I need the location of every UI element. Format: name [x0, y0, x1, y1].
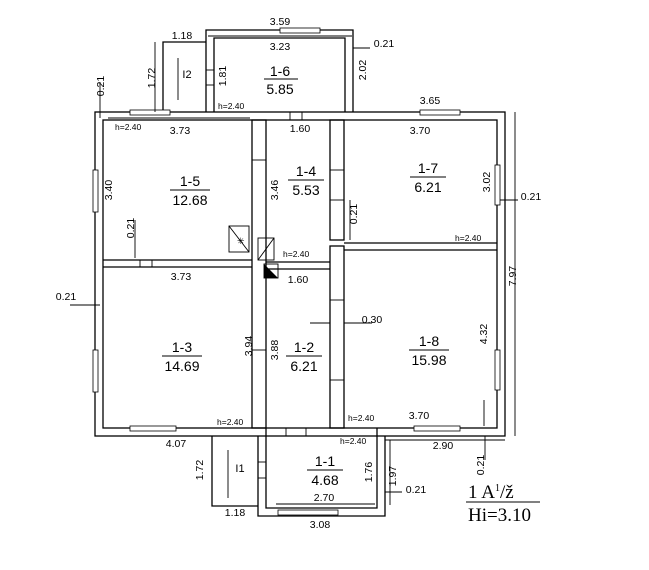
dimension-label: 1.18 [225, 507, 246, 519]
room-1-4: 1-4 5.53 [288, 163, 324, 198]
room-area: 12.68 [172, 192, 207, 208]
ceiling-height: h=2.40 [283, 249, 310, 259]
fixtures: ✳ [139, 58, 344, 498]
dimension-label: 3.70 [410, 125, 431, 137]
ceiling-height: h=2.40 [340, 436, 367, 446]
dimension-label: 1.18 [172, 30, 193, 42]
dimension-label: 0.21 [56, 291, 77, 303]
dimension-label: 0.21 [348, 204, 360, 225]
legend-line1: 1 A1/ž [468, 482, 514, 503]
dimension-label: 1.60 [288, 274, 309, 286]
room-id: 1-4 [296, 163, 316, 179]
porch-label: I1 [235, 463, 244, 475]
room-1-2: 1-2 6.21 [286, 339, 322, 374]
dimension-label: 0.21 [95, 76, 107, 97]
room-id: 1-1 [315, 453, 335, 469]
window-1-1-bottom [277, 509, 339, 516]
dimension-label: 1.76 [363, 462, 375, 483]
room-area: 6.21 [290, 358, 317, 374]
window-1-5-top [129, 109, 171, 116]
dimension-label: 3.70 [409, 410, 430, 422]
room-id: 1-7 [418, 160, 438, 176]
ceiling-height: h=2.40 [115, 122, 142, 132]
ceiling-height: h=2.40 [455, 233, 482, 243]
window-top-1-6 [279, 27, 321, 34]
dimension-label: 2.02 [357, 60, 369, 81]
window-1-7-right [494, 164, 501, 206]
room-1-1: 1-1 4.68 [307, 453, 343, 488]
dimension-label: 3.46 [269, 180, 281, 201]
ceiling-height: h=2.40 [218, 101, 245, 111]
dimension-label: 4.32 [478, 324, 490, 345]
room-area: 5.85 [266, 81, 293, 97]
room-area: 6.21 [414, 179, 441, 195]
dimension-label: 0.21 [374, 38, 395, 50]
dimension-labels: 3.59 1.18 3.23 0.21 0.21 3.65 3.73 1.60 … [56, 16, 542, 531]
dimension-label: 4.07 [166, 438, 187, 450]
room-id: 1-2 [294, 339, 314, 355]
dimension-label: 3.73 [171, 271, 192, 283]
dimension-label: 3.94 [243, 336, 255, 357]
dimension-label: 1.97 [387, 466, 399, 487]
dimension-label: 1.81 [217, 66, 229, 87]
dimension-label: 2.90 [433, 440, 454, 452]
dimension-label: 1.72 [194, 460, 206, 481]
dimension-lines [70, 35, 518, 507]
dimension-label: 3.65 [420, 95, 441, 107]
dimension-label: 2.70 [314, 492, 335, 504]
legend-line2: Hi=3.10 [468, 505, 531, 526]
dimension-label: 3.23 [270, 41, 291, 53]
ceiling-height: h=2.40 [217, 417, 244, 427]
room-1-3: 1-3 14.69 [162, 339, 202, 374]
dimension-label: 3.88 [269, 340, 281, 361]
dimension-label: 0.21 [521, 191, 542, 203]
dimension-label: 0.30 [362, 314, 383, 326]
room-id: 1-6 [270, 63, 290, 79]
dimension-label: 3.73 [170, 125, 191, 137]
dimension-label: 3.02 [481, 172, 493, 193]
room-area: 14.69 [164, 358, 199, 374]
room-area: 5.53 [292, 182, 319, 198]
window-1-7-top [419, 109, 461, 116]
dimension-label: 0.21 [125, 218, 137, 239]
window-1-3-left [92, 349, 99, 393]
room-id: 1-3 [172, 339, 192, 355]
chimney-icon [257, 237, 275, 261]
room-area: 15.98 [411, 352, 446, 368]
room-1-7: 1-7 6.21 [410, 160, 446, 195]
window-1-3-bottom [129, 425, 177, 432]
dimension-label: 1.72 [146, 68, 158, 89]
dimension-label: 7.97 [507, 266, 519, 287]
room-1-5: 1-5 12.68 [170, 173, 210, 208]
room-1-8: 1-8 15.98 [409, 333, 449, 368]
dimension-label: 3.59 [270, 16, 291, 28]
window-1-8-right [494, 349, 501, 391]
legend: 1 A1/ž Hi=3.10 [466, 482, 540, 526]
ceiling-heights: h=2.40 h=2.40 h=2.40 h=2.40 h=2.40 h=2.4… [115, 101, 482, 446]
dimension-label: 1.60 [290, 123, 311, 135]
dimension-label: 3.40 [103, 180, 115, 201]
dimension-label: 0.21 [406, 484, 427, 496]
ceiling-height: h=2.40 [348, 413, 375, 423]
room-id: 1-8 [419, 333, 439, 349]
window-1-5-left [92, 169, 99, 213]
window-1-8-bottom [413, 425, 461, 432]
dimension-label: 0.21 [475, 455, 487, 476]
svg-text:✳: ✳ [237, 236, 245, 246]
stove-icon [228, 225, 250, 253]
room-id: 1-5 [180, 173, 200, 189]
dimension-label: 3.08 [310, 519, 331, 531]
windows [92, 27, 501, 516]
room-labels: 1-6 5.85 1-5 12.68 1-4 5.53 1-7 6.21 1-3… [162, 63, 449, 488]
room-1-6: 1-6 5.85 [264, 63, 298, 97]
room-area: 4.68 [311, 472, 338, 488]
porch-label: I2 [182, 69, 191, 81]
